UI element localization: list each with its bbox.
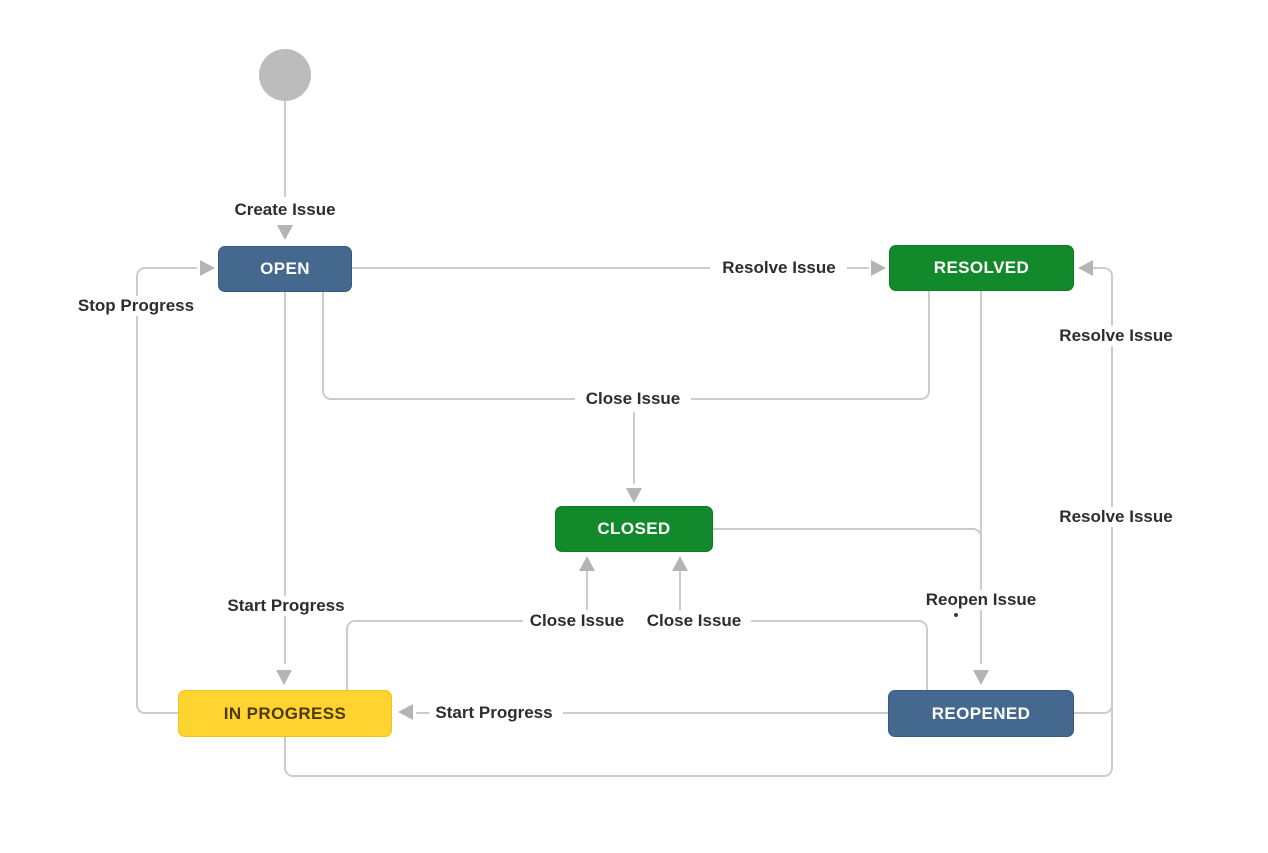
arrowhead-up-icon bbox=[579, 556, 595, 571]
status-node-resolved[interactable]: RESOLVED bbox=[889, 245, 1074, 291]
connector-line bbox=[284, 101, 286, 197]
connector-line bbox=[322, 292, 324, 390]
connector-line bbox=[346, 630, 348, 690]
transition-label-start-progress-open[interactable]: Start Progress bbox=[221, 596, 351, 616]
connector-line bbox=[926, 630, 928, 690]
connector-elbow bbox=[1099, 267, 1113, 279]
start-node[interactable] bbox=[259, 49, 311, 101]
connector-elbow bbox=[346, 620, 361, 632]
arrowhead-down-icon bbox=[277, 225, 293, 240]
transition-label-resolve-issue-open[interactable]: Resolve Issue bbox=[716, 258, 842, 278]
connector-elbow bbox=[912, 620, 928, 632]
arrowhead-left-icon bbox=[1078, 260, 1093, 276]
connector-line bbox=[149, 712, 179, 714]
connector-line bbox=[295, 775, 1101, 777]
connector-line bbox=[416, 712, 430, 714]
connector-line bbox=[1074, 712, 1098, 714]
connector-line bbox=[679, 570, 681, 610]
connector-line bbox=[335, 398, 575, 400]
transition-label-stop-progress[interactable]: Stop Progress bbox=[71, 296, 201, 316]
connector-line bbox=[284, 737, 286, 767]
connector-elbow bbox=[136, 703, 151, 714]
connector-line bbox=[284, 292, 286, 664]
transition-label-create-issue[interactable]: Create Issue bbox=[228, 200, 342, 220]
connector-line bbox=[928, 291, 930, 390]
connector-line bbox=[359, 620, 523, 622]
connector-elbow bbox=[322, 388, 337, 400]
connector-line bbox=[847, 267, 869, 269]
transition-label-close-issue-reopened[interactable]: Close Issue bbox=[640, 611, 748, 631]
connector-line bbox=[691, 398, 918, 400]
connector-line bbox=[149, 267, 197, 269]
connector-elbow bbox=[1096, 698, 1113, 714]
arrowhead-right-icon bbox=[871, 260, 886, 276]
arrowhead-right-icon bbox=[200, 260, 215, 276]
transition-label-close-issue-top[interactable]: Close Issue bbox=[579, 389, 687, 409]
connector-line bbox=[980, 291, 982, 664]
transition-label-start-progress-reopened[interactable]: Start Progress bbox=[429, 703, 559, 723]
arrowhead-down-icon bbox=[276, 670, 292, 685]
connector-line bbox=[352, 267, 710, 269]
arrowhead-down-icon bbox=[626, 488, 642, 503]
connector-line bbox=[713, 528, 970, 530]
connector-line bbox=[751, 620, 914, 622]
transition-label-resolve-issue-right-lower[interactable]: Resolve Issue bbox=[1053, 507, 1179, 527]
connector-line bbox=[563, 712, 888, 714]
transition-label-reopen-issue[interactable]: Reopen Issue bbox=[919, 590, 1043, 610]
status-node-open[interactable]: OPEN bbox=[218, 246, 352, 292]
transition-label-resolve-issue-right-upper[interactable]: Resolve Issue bbox=[1053, 326, 1179, 346]
connector-elbow bbox=[136, 267, 151, 279]
connector-elbow bbox=[284, 765, 297, 777]
connector-line bbox=[136, 277, 138, 705]
connector-line bbox=[633, 412, 635, 484]
connector-line bbox=[1093, 267, 1103, 269]
status-node-reopened[interactable]: REOPENED bbox=[888, 690, 1074, 737]
connector-elbow bbox=[916, 388, 930, 400]
arrowhead-left-icon bbox=[398, 704, 413, 720]
connector-line bbox=[586, 570, 588, 610]
transition-label-close-issue-inprogress[interactable]: Close Issue bbox=[523, 611, 631, 631]
arrowhead-up-icon bbox=[672, 556, 688, 571]
status-node-closed[interactable]: CLOSED bbox=[555, 506, 713, 552]
status-node-in-progress[interactable]: IN PROGRESS bbox=[178, 690, 392, 737]
connector-elbow bbox=[1099, 765, 1113, 777]
stray-dot bbox=[954, 613, 958, 617]
arrowhead-down-icon bbox=[973, 670, 989, 685]
